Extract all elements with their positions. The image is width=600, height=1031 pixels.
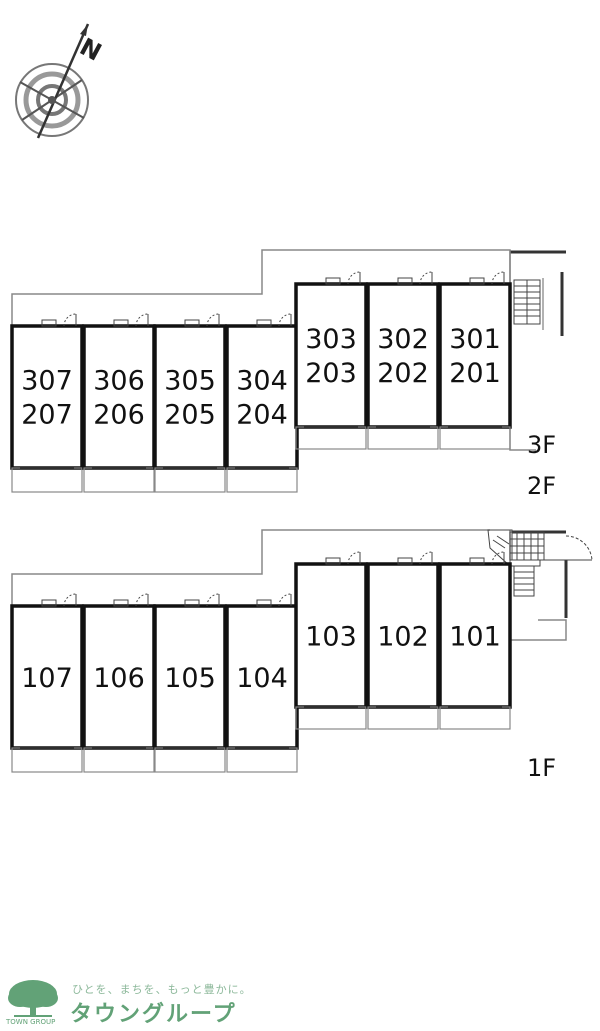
unit-number-label: 305 xyxy=(164,366,216,397)
unit-number-label: 302 xyxy=(377,324,429,355)
door-icon xyxy=(113,593,149,607)
unit-number-label: 105 xyxy=(164,663,216,694)
unit-number-label: 107 xyxy=(21,663,73,694)
door-icon xyxy=(325,271,361,285)
unit-number-label: 206 xyxy=(93,400,145,431)
unit-number-label: 202 xyxy=(377,358,429,389)
unit-number-label: 201 xyxy=(449,358,501,389)
unit-lower-6: 101 xyxy=(438,551,512,730)
floor-label-3f: 3F xyxy=(527,431,556,459)
door-icon xyxy=(397,271,433,285)
unit-lower-5: 102 xyxy=(366,551,440,730)
unit-lower-0: 107 xyxy=(10,593,84,773)
unit-number-label: 204 xyxy=(236,400,288,431)
door-icon xyxy=(325,551,361,565)
unit-lower-1: 106 xyxy=(82,593,156,773)
unit-number-label: 203 xyxy=(305,358,357,389)
logo-name: タウングループ xyxy=(70,1002,237,1027)
staircase-icon xyxy=(513,272,564,336)
door-icon xyxy=(469,271,505,285)
tree-icon xyxy=(6,978,60,1018)
door-icon xyxy=(397,551,433,565)
unit-number-label: 301 xyxy=(449,324,501,355)
door-icon xyxy=(113,313,149,327)
unit-number-label: 103 xyxy=(305,622,357,653)
floor-label-1f: 1F xyxy=(527,754,556,782)
door-icon xyxy=(184,313,220,327)
unit-lower-2: 105 xyxy=(153,593,227,773)
unit-number-label: 306 xyxy=(93,366,145,397)
unit-number-label: 102 xyxy=(377,622,429,653)
entrance-gate-icon xyxy=(487,529,593,597)
unit-number-label: 104 xyxy=(236,663,288,694)
logo-sub: TOWN GROUP xyxy=(6,1018,56,1026)
door-icon xyxy=(256,313,292,327)
door-icon xyxy=(469,551,505,565)
door-icon xyxy=(184,593,220,607)
door-icon xyxy=(41,593,77,607)
floor-label-2f: 2F xyxy=(527,472,556,500)
unit-number-label: 106 xyxy=(93,663,145,694)
compass-north-label: N xyxy=(75,33,106,67)
unit-number-label: 101 xyxy=(449,622,501,653)
unit-lower-3: 104 xyxy=(225,593,299,773)
unit-number-label: 304 xyxy=(236,366,288,397)
logo-tagline: ひとを、まちを、もっと豊かに。 xyxy=(72,983,252,996)
unit-number-label: 207 xyxy=(21,400,73,431)
unit-number-label: 303 xyxy=(305,324,357,355)
door-icon xyxy=(256,593,292,607)
door-icon xyxy=(41,313,77,327)
unit-number-label: 205 xyxy=(164,400,216,431)
ground-floor-plan: 107 106 105 104 103 102 101 xyxy=(10,529,593,773)
compass-icon: N xyxy=(15,23,106,139)
unit-number-label: 307 xyxy=(21,366,73,397)
unit-lower-4: 103 xyxy=(294,551,368,730)
